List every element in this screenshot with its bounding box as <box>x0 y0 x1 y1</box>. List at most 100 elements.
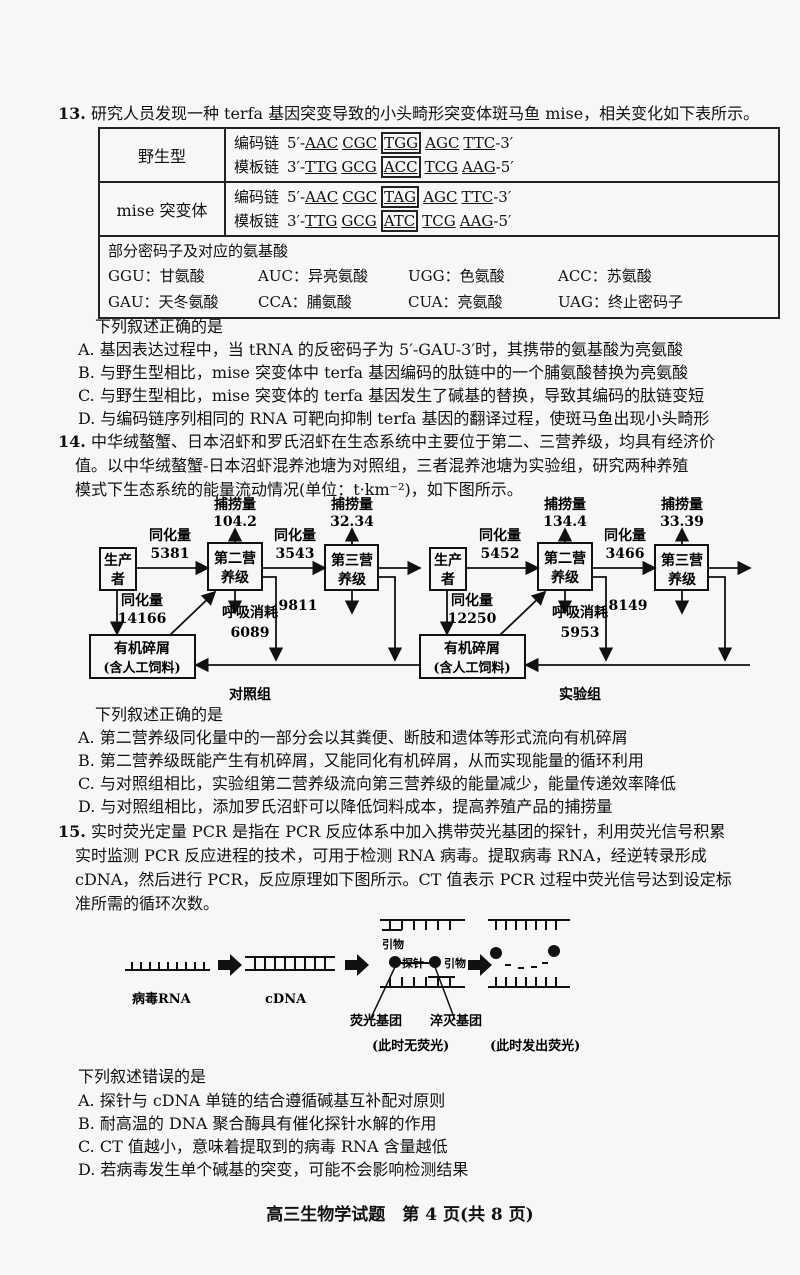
assimilation-detritus-value: 14166 <box>118 611 167 627</box>
codon-entry: CCA：脯氨酸 <box>258 293 352 311</box>
codon-entry: UGG：色氨酸 <box>408 267 505 285</box>
strand-label: 模板链 <box>234 158 280 176</box>
respiration-label: 呼吸消耗 <box>222 604 278 621</box>
assimilation-producer-value: 5381 <box>151 546 190 562</box>
label-quencher: 淬灭基团 <box>430 1013 482 1029</box>
codon: TTG <box>305 212 338 230</box>
catch-third-value: 33.39 <box>660 514 704 530</box>
codon: AGC <box>425 134 460 152</box>
catch-second-value: 104.2 <box>213 514 257 530</box>
arrow-icon <box>345 954 369 976</box>
q15-prompt: 下列叙述错误的是 <box>78 1067 207 1086</box>
option-a[interactable]: A. 基因表达过程中，当 tRNA 的反密码子为 5′-GAU-3′时，其携带的… <box>78 340 683 359</box>
q13-prompt: 下列叙述正确的是 <box>95 317 224 336</box>
option-d[interactable]: D. 与对照组相比，添加罗氏沼虾可以降低饲料成本，提高养殖产品的捕捞量 <box>78 797 613 816</box>
arrow-second-decomp <box>592 576 614 662</box>
producer-label: 生产 <box>434 552 462 569</box>
mutated-codon: TAG <box>381 186 420 208</box>
assimilation-label: 同化量 <box>121 592 163 609</box>
cdna-strand <box>245 956 335 971</box>
released-bottom-strand <box>488 977 570 988</box>
codon-entry: UAG：终止密码子 <box>558 293 683 311</box>
codon: CGC <box>342 134 378 152</box>
option-b[interactable]: B. 耐高温的 DNA 聚合酶具有催化探针水解的作用 <box>78 1114 437 1133</box>
codon-entry: GAU：天冬氨酸 <box>108 293 219 311</box>
codon: TTC <box>461 188 494 206</box>
codon-entry: CUA：亮氨酸 <box>408 293 503 311</box>
detritus-label: (含人工饲料) <box>433 660 510 676</box>
q15-stem-line: cDNA，然后进行 PCR，反应原理如下图所示。CT 值表示 PCR 过程中荧光… <box>75 870 732 889</box>
detritus-box <box>89 634 196 679</box>
second-level-label: 养级 <box>550 569 580 586</box>
strand-end: -3′ <box>493 188 512 206</box>
released-top-strand <box>488 919 570 930</box>
option-d[interactable]: D. 与编码链序列相同的 RNA 可靶向抑制 terfa 基因的翻译过程，使斑马… <box>78 409 710 428</box>
strand-label: 编码链 <box>234 134 280 152</box>
page-footer: 高三生物学试题 第 4 页(共 8 页) <box>266 1205 534 1225</box>
question-number: 15. <box>58 822 86 841</box>
option-b[interactable]: B. 第二营养级既能产生有机碎屑，又能同化有机碎屑，从而实现能量的循环利用 <box>78 751 644 770</box>
label-probe: 探针 <box>402 956 424 970</box>
assimilation-producer-value: 5452 <box>481 546 520 562</box>
producer-label: 者 <box>111 572 125 588</box>
third-level-label: 养级 <box>667 571 697 588</box>
q14-stem-line: 模式下生态系统的能量流动情况(单位：t·km⁻²)，如下图所示。 <box>75 480 523 499</box>
codon: CGC <box>342 188 378 206</box>
catch-third-value: 32.34 <box>330 514 374 530</box>
second-level-label: 第二营 <box>544 550 586 567</box>
strand-label: 模板链 <box>234 212 280 230</box>
respiration-value: 6089 <box>231 625 270 641</box>
option-c[interactable]: C. 与对照组相比，实验组第二营养级流向第三营养级的能量减少，能量传递效率降低 <box>78 774 676 793</box>
strain-label: 野生型 <box>98 127 226 183</box>
q14-stem-line: 中华绒螯蟹、日本沼虾和罗氏沼虾在生态系统中主要位于第二、三营养级，均具有经济价 <box>90 432 715 451</box>
option-d[interactable]: D. 若病毒发生单个碱基的突变，可能不会影响检测结果 <box>78 1160 469 1179</box>
codon: TCG <box>424 158 459 176</box>
strand-end: 3′- <box>287 158 306 176</box>
q14-stem-line: 值。以中华绒螯蟹-日本沼虾混养池塘为对照组，三者混养池塘为实验组，研究两种养殖 <box>75 456 689 475</box>
codon-entry: GGU：甘氨酸 <box>108 267 205 285</box>
assimilation-label: 同化量 <box>479 527 521 544</box>
decomposition-value: 8149 <box>609 598 648 614</box>
quencher-icon <box>548 945 560 957</box>
arrow-second-decomp <box>262 576 284 662</box>
strand-end: -5′ <box>493 212 512 230</box>
arrow-third-decomp <box>378 576 403 662</box>
q15-stem: 15. 实时荧光定量 PCR 是指在 PCR 反应体系中加入携带荧光基团的探针，… <box>58 821 725 843</box>
label-fluorophore: 荧光基团 <box>350 1013 402 1029</box>
option-c[interactable]: C. CT 值越小，意味着提取到的病毒 RNA 含量越低 <box>78 1137 448 1156</box>
codon: AAC <box>305 134 339 152</box>
codon: AAC <box>305 188 339 206</box>
quencher-icon <box>429 956 441 968</box>
strain-label: mise 突变体 <box>98 181 226 237</box>
assimilation-third-value: 3466 <box>606 546 645 562</box>
q14-stem: 14. 中华绒螯蟹、日本沼虾和罗氏沼虾在生态系统中主要位于第二、三营养级，均具有… <box>58 431 715 453</box>
option-c[interactable]: C. 与野生型相比，mise 突变体的 terfa 基因发生了碱基的替换，导致其… <box>78 386 705 405</box>
producer-label: 者 <box>441 572 455 588</box>
assimilation-label: 同化量 <box>274 527 316 544</box>
producer-box <box>429 547 467 591</box>
fluorophore-icon <box>389 956 401 968</box>
strand-end: 5′- <box>287 134 306 152</box>
option-b[interactable]: B. 与野生型相比，mise 突变体中 terfa 基因编码的肽链中的一个脯氨酸… <box>78 363 689 382</box>
mutated-codon: ATC <box>380 210 419 232</box>
option-a[interactable]: A. 第二营养级同化量中的一部分会以其粪便、断肢和遗体等形式流向有机碎屑 <box>78 728 628 747</box>
third-level-label: 第三营 <box>661 552 703 569</box>
codon: AGC <box>423 188 458 206</box>
codon-entry: AUC：异亮氨酸 <box>258 267 368 285</box>
codon: GCG <box>341 212 377 230</box>
option-a[interactable]: A. 探针与 cDNA 单链的结合遵循碱基互补配对原则 <box>78 1091 446 1110</box>
respiration-label: 呼吸消耗 <box>552 604 608 621</box>
arrow-icon <box>468 954 492 976</box>
energy-group-control: 生产者第二营养级第三营养级有机碎屑(含人工饲料)捕捞量104.2捕捞量32.34… <box>89 496 422 703</box>
group-label: 对照组 <box>229 686 271 703</box>
arrow-detritus-to-second <box>499 590 547 636</box>
strand-end: 5′- <box>287 188 306 206</box>
